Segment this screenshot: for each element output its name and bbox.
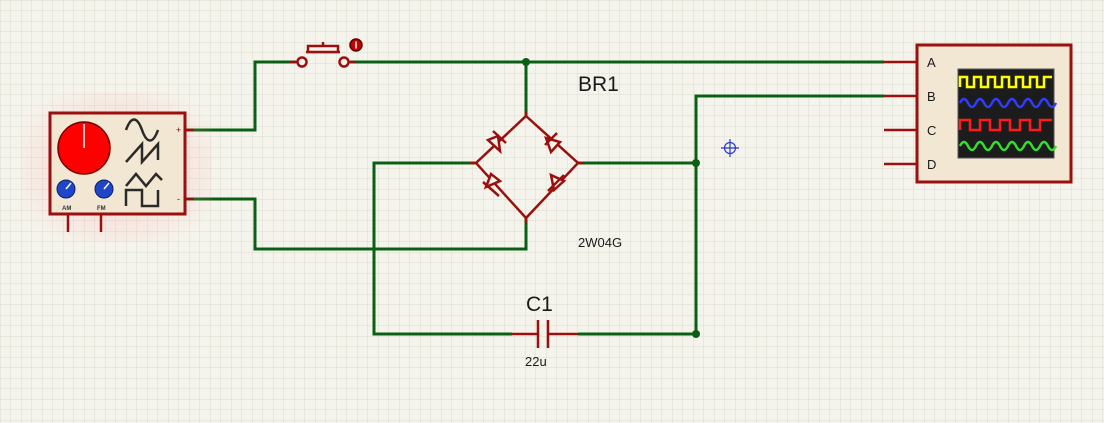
diode-top-right [544,132,563,155]
wire-gen-minus[interactable] [184,197,528,251]
bridge-part-label: 2W04G [578,235,622,250]
amplitude-knob[interactable] [57,121,111,175]
sine-wave-icon[interactable] [124,118,160,142]
diode-top-left [485,130,507,155]
junction-bottom-right [692,330,700,338]
channel-d-label: D [927,157,936,172]
capacitor-value-label: 22u [525,354,547,369]
capacitor-ref-label: C1 [526,293,553,316]
wire-bridge-left[interactable] [372,161,512,336]
junctions [522,58,700,338]
fm-label: FM [97,206,106,212]
junction-top [522,58,530,66]
channel-a-label: A [927,55,936,70]
oscilloscope[interactable]: A B C D [884,43,1073,184]
wire-gen-plus[interactable] [184,60,296,132]
trace-d [958,140,1058,152]
diode-bottom-left [482,171,503,197]
function-generator[interactable]: + - AM FM [22,92,212,242]
trace-c [958,118,1052,132]
wire-scope-b[interactable] [694,94,884,334]
diode-bottom-right [547,172,567,193]
square-wave-icon[interactable] [124,188,160,208]
channel-c-label: C [927,123,936,138]
terminal-minus-label: - [177,194,180,204]
bridge-ref-label: BR1 [578,73,619,96]
push-switch[interactable] [290,38,363,68]
sawtooth-wave-icon[interactable] [125,140,160,166]
channel-b-label: B [927,89,936,104]
crosshair-icon [721,139,739,157]
trace-b [958,97,1058,109]
triangle-wave-icon[interactable] [125,172,163,188]
capacitor[interactable] [512,320,578,348]
am-knob[interactable] [56,179,76,199]
terminal-plus-label: + [176,125,181,135]
junction-right [692,159,700,167]
am-label: AM [62,206,71,212]
red-dot-icon [349,38,363,52]
trace-a [958,75,1052,89]
fm-knob[interactable] [94,179,114,199]
wires [184,60,884,336]
bridge-rectifier[interactable] [470,112,584,224]
